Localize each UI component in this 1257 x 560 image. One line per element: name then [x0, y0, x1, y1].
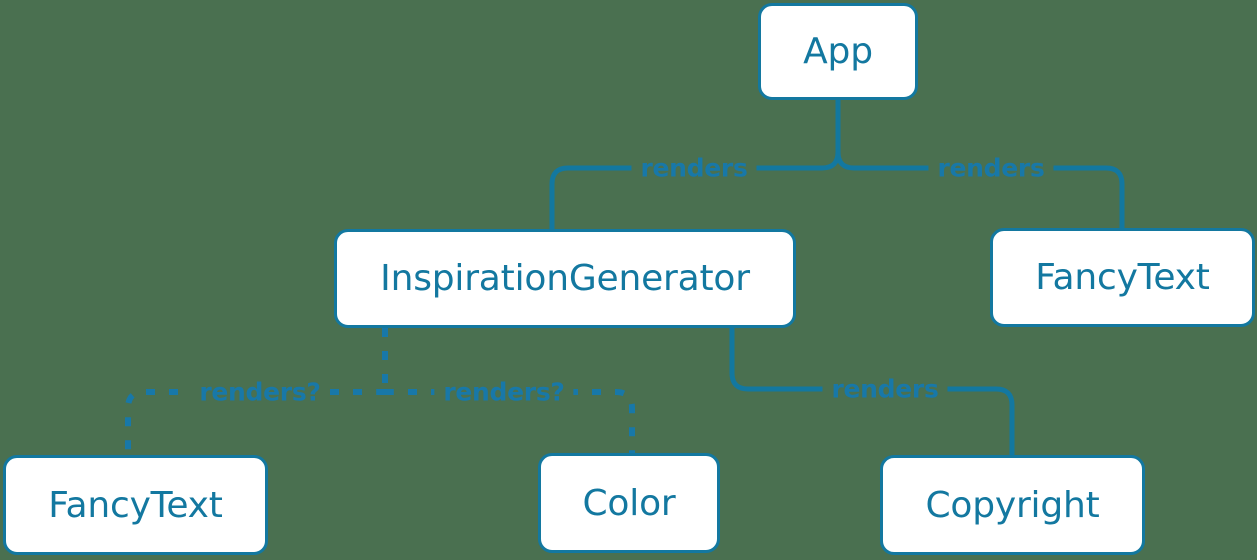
edge-label-inspirationgenerator-to-fancytext-bottom: renders? — [190, 379, 330, 405]
node-copyright-label: Copyright — [925, 484, 1100, 526]
edge-label-app-to-fancytext-right: renders — [928, 155, 1054, 181]
node-fancytext-bottom[interactable]: FancyText — [3, 455, 268, 555]
edge-label-inspirationgenerator-to-color: renders? — [434, 379, 574, 405]
node-color-label: Color — [582, 482, 676, 524]
node-inspiration-generator[interactable]: InspirationGenerator — [334, 229, 796, 328]
node-color[interactable]: Color — [538, 453, 720, 553]
edge-label-app-to-inspirationgenerator: renders — [631, 155, 757, 181]
node-app[interactable]: App — [758, 3, 918, 100]
edge-label-inspirationgenerator-to-copyright: renders — [822, 376, 948, 402]
node-fancytext-right[interactable]: FancyText — [990, 228, 1255, 327]
edge-app-to-inspirationgenerator — [549, 149, 841, 232]
node-fancytext-right-label: FancyText — [1035, 257, 1210, 298]
node-copyright[interactable]: Copyright — [880, 455, 1145, 555]
edge-inspirationgenerator-to-color — [385, 389, 635, 453]
node-app-label: App — [803, 31, 873, 72]
edge-app-to-fancytext-right — [835, 149, 1125, 231]
node-inspiration-generator-label: InspirationGenerator — [380, 258, 750, 299]
edge-inspirationgenerator-to-fancytext-bottom — [125, 389, 385, 455]
node-fancytext-bottom-label: FancyText — [48, 484, 223, 526]
